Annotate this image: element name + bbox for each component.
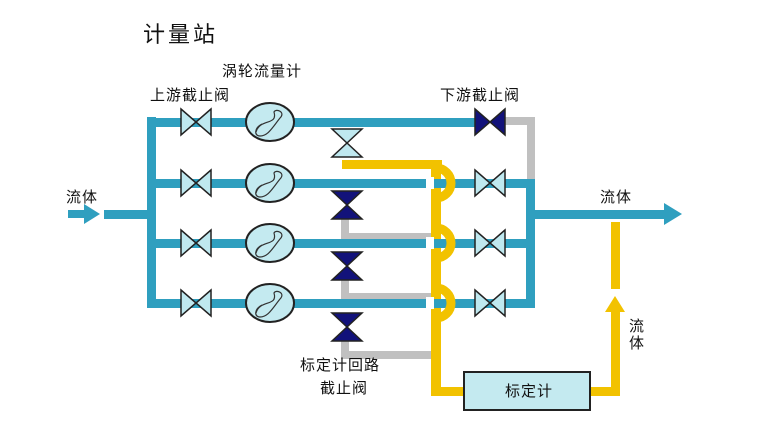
downstream-valve-label: 下游截止阀 bbox=[440, 86, 521, 104]
devices bbox=[180, 102, 591, 411]
prover-pipe-hop bbox=[435, 283, 456, 323]
prover-loop-valve-bottom bbox=[330, 203, 364, 220]
turbine-rotor-glyph bbox=[255, 230, 283, 258]
prover-loop-valve-bottom bbox=[330, 264, 364, 281]
prover-pipe-hop bbox=[435, 223, 456, 263]
upstream-valve-right bbox=[194, 288, 212, 318]
downstream-valve-right bbox=[488, 228, 506, 258]
prover-pipe-crossovers bbox=[426, 163, 456, 323]
meter-run-pipe bbox=[147, 118, 478, 127]
turbine-flow-meter bbox=[245, 223, 295, 263]
prover-branch-grey-drop bbox=[341, 338, 349, 355]
prover-loop-valve-top bbox=[330, 312, 364, 329]
upstream-valve-label: 上游截止阀 bbox=[150, 86, 231, 104]
prover-pipes bbox=[342, 160, 625, 396]
turbine-rotor-glyph bbox=[255, 170, 283, 198]
upstream-valve-left bbox=[180, 228, 198, 258]
prover-outlet-pipe bbox=[590, 387, 620, 396]
turbine-rotor-glyph bbox=[255, 290, 283, 318]
prover-return-upper bbox=[611, 222, 620, 289]
hop-gap bbox=[426, 177, 434, 189]
prover-branch-grey-pipe bbox=[341, 293, 434, 301]
prover-loop-valve-label-line2: 截止阀 bbox=[320, 379, 369, 397]
prover-branch-grey-drop bbox=[341, 218, 349, 237]
inlet-arrow-head bbox=[84, 204, 100, 224]
meter-run-pipe bbox=[147, 299, 535, 308]
turbine-rotor-glyph bbox=[255, 109, 283, 137]
outlet-arrow-head bbox=[664, 203, 682, 225]
prover-loop-valve-top bbox=[330, 128, 364, 145]
meter-run-pipe bbox=[147, 179, 535, 188]
prover-box bbox=[463, 371, 591, 411]
prover-inlet-pipe bbox=[431, 387, 471, 396]
downstream-valve-right bbox=[488, 168, 506, 198]
downstream-valve-left bbox=[474, 168, 492, 198]
upstream-valve-right bbox=[194, 107, 212, 137]
downstream-valve-left bbox=[474, 288, 492, 318]
prover-loop-valve-bottom bbox=[330, 325, 364, 342]
fluid-return-label: 流体 bbox=[627, 318, 645, 352]
prover-branch-grey-pipe bbox=[341, 351, 434, 359]
prover-label: 标定计 bbox=[505, 382, 554, 400]
downstream-valve-left bbox=[474, 107, 492, 137]
fluid-out-label: 流体 bbox=[600, 188, 633, 206]
turbine-flow-meter bbox=[245, 102, 295, 142]
fluid-in-label: 流体 bbox=[66, 188, 99, 206]
prover-feed-pipe bbox=[342, 160, 442, 169]
prover-return-riser bbox=[611, 310, 620, 396]
prover-branch-grey-pipe bbox=[341, 233, 434, 241]
hop-gap bbox=[426, 237, 434, 249]
prover-return-arrow-head bbox=[605, 296, 625, 312]
page-title: 计量站 bbox=[143, 23, 219, 48]
meter-run-pipe bbox=[147, 239, 535, 248]
prover-main-riser bbox=[431, 160, 441, 396]
inlet-header bbox=[147, 117, 156, 308]
downstream-valve-right bbox=[488, 107, 506, 137]
inlet-pipe bbox=[104, 210, 152, 219]
hop-gap bbox=[426, 297, 434, 309]
upstream-valve-left bbox=[180, 288, 198, 318]
downstream-valve-right bbox=[488, 288, 506, 318]
prover-loop-valve-top bbox=[330, 251, 364, 268]
outlet-header bbox=[526, 179, 535, 308]
turbine-flow-meter bbox=[245, 283, 295, 323]
main-pipes bbox=[68, 117, 682, 308]
downstream-valve-left bbox=[474, 228, 492, 258]
turbine-meter-label: 涡轮流量计 bbox=[222, 62, 303, 80]
outlet-pipe bbox=[526, 210, 666, 219]
prover-branch-grey-drop bbox=[341, 278, 349, 297]
inlet-arrow-shaft bbox=[68, 210, 86, 218]
upstream-valve-right bbox=[194, 228, 212, 258]
prover-loop-valve-top bbox=[330, 190, 364, 207]
grey-pipes bbox=[341, 117, 535, 359]
upstream-valve-right bbox=[194, 168, 212, 198]
upstream-valve-left bbox=[180, 107, 198, 137]
upstream-valve-left bbox=[180, 168, 198, 198]
run1-downstream-grey-pipe bbox=[505, 117, 535, 125]
run1-downstream-grey-riser bbox=[527, 117, 535, 183]
prover-loop-valve-label-line1: 标定计回路 bbox=[300, 356, 381, 374]
prover-loop-valve-bottom bbox=[330, 141, 364, 158]
turbine-flow-meter bbox=[245, 163, 295, 203]
prover-pipe-hop bbox=[435, 163, 456, 203]
